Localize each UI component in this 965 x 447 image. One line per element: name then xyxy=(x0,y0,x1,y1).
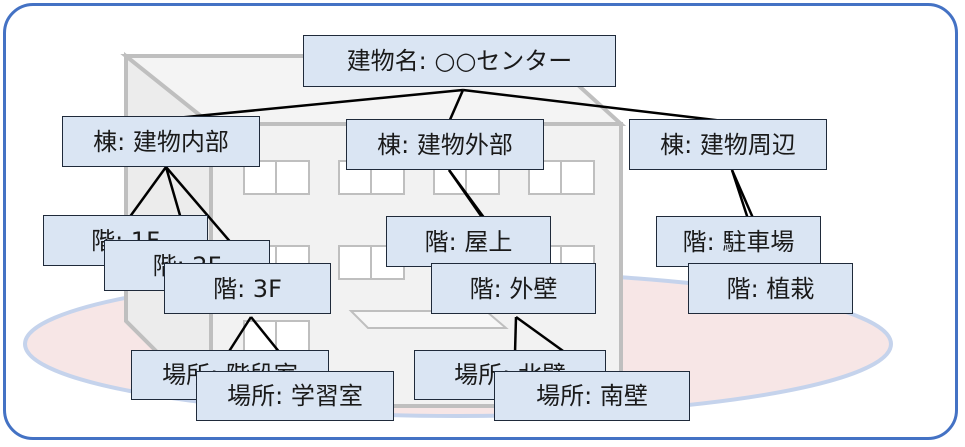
floor-node-3f: 階: 3F xyxy=(164,263,331,314)
diagram-frame: 建物名: ○○センター 棟: 建物内部 棟: 建物外部 棟: 建物周辺 階: 1… xyxy=(3,3,958,440)
place-node-south-wall: 場所: 南壁 xyxy=(494,371,690,421)
floor-node-planting: 階: 植栽 xyxy=(688,263,853,314)
place-node-study-room: 場所: 学習室 xyxy=(196,371,394,421)
building-name-node: 建物名: ○○センター xyxy=(303,35,616,87)
wing-node-exterior: 棟: 建物外部 xyxy=(346,119,544,170)
floor-node-rooftop: 階: 屋上 xyxy=(386,216,551,267)
connector xyxy=(165,88,464,121)
connector xyxy=(513,316,518,354)
wing-node-interior: 棟: 建物内部 xyxy=(62,116,260,167)
floor-node-parking: 階: 駐車場 xyxy=(656,216,821,267)
connector xyxy=(447,89,465,123)
floor-node-exterior-wall: 階: 外壁 xyxy=(431,263,596,314)
connector xyxy=(127,166,168,219)
tree-connectors xyxy=(127,88,776,376)
connector xyxy=(226,316,253,354)
wing-node-surroundings: 棟: 建物周辺 xyxy=(629,119,827,170)
connector xyxy=(462,88,733,124)
